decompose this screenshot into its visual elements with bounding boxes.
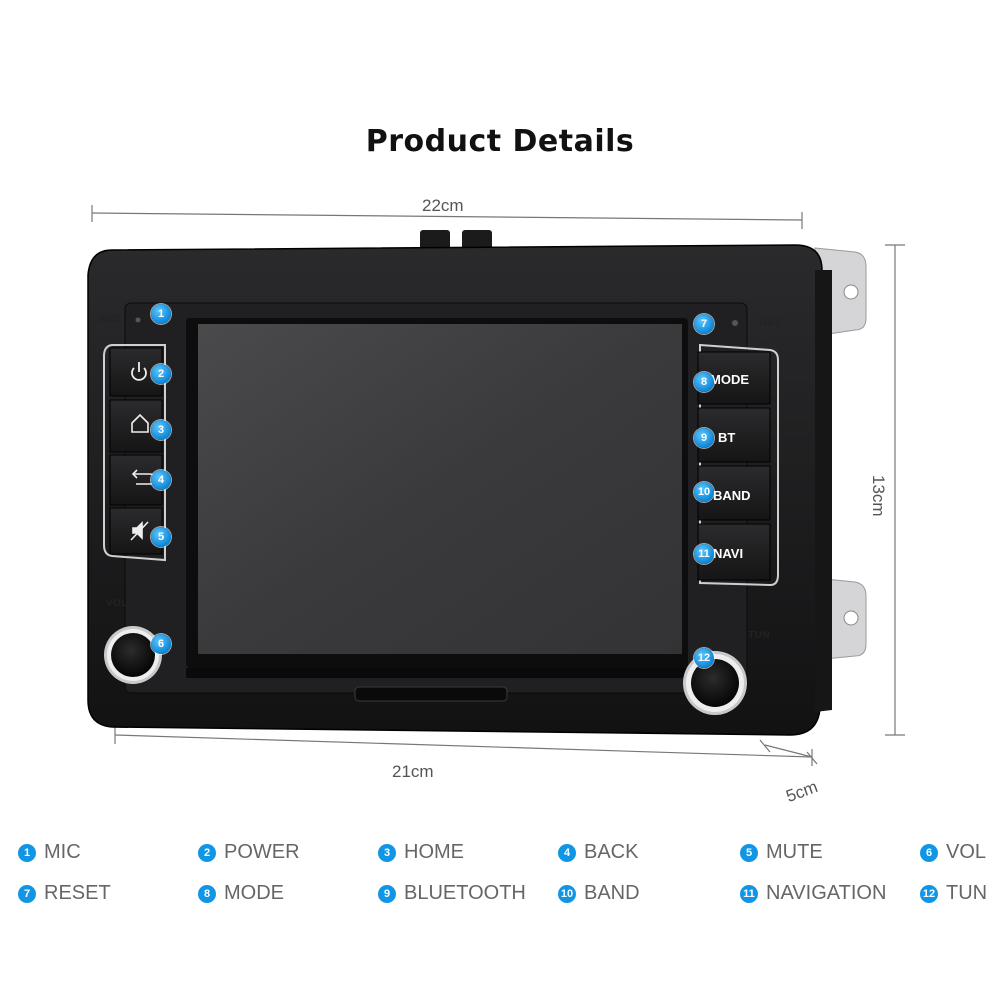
top-clip [420, 230, 492, 250]
reset-hole[interactable] [732, 320, 738, 326]
display-screen [198, 324, 682, 654]
volume-knob[interactable] [104, 626, 162, 684]
mode-button[interactable]: MODE [710, 372, 749, 387]
mute-icon[interactable] [130, 521, 149, 541]
tuning-knob[interactable] [683, 651, 747, 715]
tun-label: TUN [748, 630, 771, 641]
dimension-height: 13cm [869, 475, 888, 517]
callout-badge-11: 11 [694, 544, 714, 564]
callout-badge-12: 12 [694, 648, 714, 668]
navi-button[interactable]: NAVI [713, 546, 744, 561]
dimension-line-top [91, 205, 803, 229]
bt-button[interactable]: BT [718, 430, 736, 445]
callout-badge-9: 9 [694, 428, 714, 448]
dimension-line-depth [759, 739, 818, 765]
callout-badge-3: 3 [151, 420, 171, 440]
callout-badge-2: 2 [151, 364, 171, 384]
page-title: Product Details [365, 124, 635, 159]
callout-badge-5: 5 [151, 527, 171, 547]
callout-badge-7: 7 [694, 314, 714, 334]
callout-badge-10: 10 [694, 482, 714, 502]
callout-badge-8: 8 [694, 372, 714, 392]
bezel-side [815, 270, 832, 712]
callout-badge-4: 4 [151, 470, 171, 490]
power-icon[interactable] [131, 362, 147, 381]
vol-label: VOL [106, 598, 129, 609]
dimension-line-right [885, 244, 905, 736]
res-label: RES [760, 318, 783, 329]
band-button[interactable]: BAND [713, 488, 751, 503]
mic-hole [135, 317, 141, 323]
dimension-top-width: 22cm [422, 196, 464, 215]
callout-badge-1: 1 [151, 304, 171, 324]
mic-label: MIC [100, 314, 120, 325]
home-icon[interactable] [131, 413, 149, 433]
dimension-bottom-width: 21cm [392, 762, 434, 781]
sd-slot[interactable] [354, 686, 508, 702]
screen-bottom-trim [186, 668, 688, 678]
callout-badge-6: 6 [151, 634, 171, 654]
